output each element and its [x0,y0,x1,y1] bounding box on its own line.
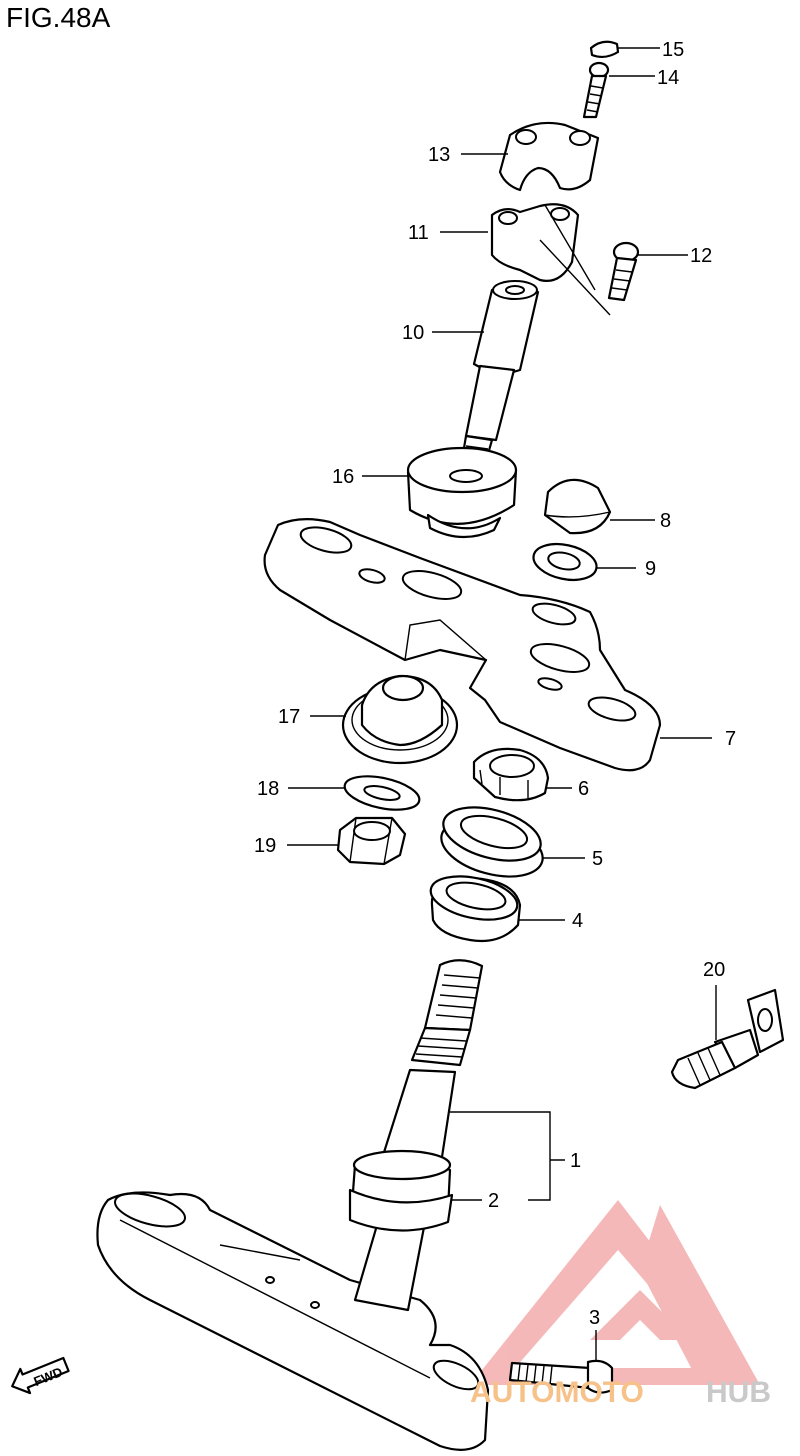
part-10-post [458,280,540,477]
part-11-holder-lower [490,203,611,316]
part-6-nut [472,747,550,802]
part-14-bolt [582,61,610,119]
part-9-washer [532,542,598,582]
part-3-bolt [508,1359,614,1394]
callout-12: 12 [690,245,712,267]
callout-10: 10 [402,322,424,344]
callout-2: 2 [488,1190,499,1212]
watermark-logo [470,1200,760,1385]
callout-16: 16 [332,466,354,488]
callout-20: 20 [703,959,725,981]
callout-15: 15 [662,39,684,61]
callout-18: 18 [257,778,279,800]
part-15-cap [589,40,620,59]
callout-11: 11 [408,222,429,244]
callout-1: 1 [570,1150,581,1172]
callout-19: 19 [254,835,276,857]
callout-4: 4 [572,910,583,932]
callout-9: 9 [645,558,656,580]
callout-5: 5 [592,848,603,870]
callout-8: 8 [660,510,671,532]
callout-3: 3 [589,1307,600,1329]
watermark-text-automoto: AUTOMOTO [470,1376,644,1409]
part-13-holder-upper [498,121,600,192]
part-18-washer [343,775,421,811]
callout-17: 17 [278,706,300,728]
part-7-upper-bracket [263,518,662,772]
callout-13: 13 [428,144,450,166]
fwd-arrow-icon [11,1356,70,1395]
watermark-text-hub: HUB [706,1376,771,1409]
part-1-steering-stem [96,959,490,1451]
figure-title: FIG.48A [6,2,111,33]
callout-14: 14 [657,67,679,89]
callout-6: 6 [578,778,589,800]
part-4-bearing [429,875,522,943]
part-19-nut [336,816,407,866]
part-20-lock [670,988,785,1090]
callout-7: 7 [725,728,736,750]
part-5-dust-seal [440,806,544,878]
part-8-cap-nut [543,478,612,535]
part-12-bolt [607,241,640,302]
part-17-bearing [341,674,459,765]
part-2-race [348,1149,454,1232]
part-16-damper [406,446,518,539]
